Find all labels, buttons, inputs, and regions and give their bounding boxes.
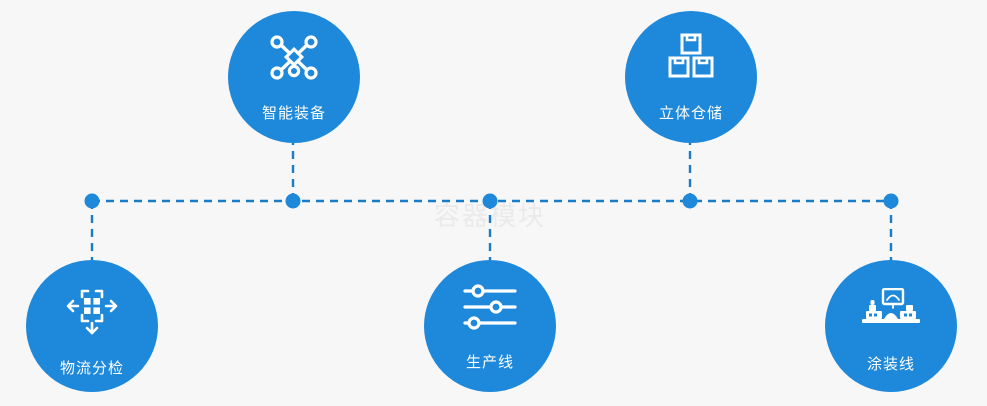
node-stereo-warehouse[interactable]: 立体仓储 — [625, 11, 757, 143]
stacked-boxes-icon — [665, 33, 717, 86]
junction-dot-painting-line[interactable] — [883, 193, 899, 209]
junction-dot-logistics[interactable] — [84, 193, 100, 209]
sliders-icon — [462, 284, 518, 335]
junction-dot-smart-equipment[interactable] — [285, 193, 301, 209]
sorting-arrows-icon — [64, 284, 120, 341]
node-logistics-sorting[interactable]: 物流分检 — [26, 260, 158, 392]
node-smart-equipment[interactable]: 智能装备 — [228, 11, 360, 143]
node-production-line[interactable]: 生产线 — [424, 260, 556, 392]
node-label-stereo-warehouse: 立体仓储 — [658, 104, 723, 122]
node-label-logistics-sorting: 物流分检 — [59, 359, 124, 377]
junction-dot-production-line[interactable] — [482, 193, 498, 209]
node-label-production-line: 生产线 — [465, 353, 514, 371]
network-nodes-icon — [268, 33, 320, 86]
node-label-painting-line: 涂装线 — [866, 355, 915, 373]
node-painting-line[interactable]: 涂装线 — [825, 260, 957, 392]
factory-station-icon — [860, 287, 922, 337]
node-label-smart-equipment: 智能装备 — [261, 104, 326, 122]
junction-dot-warehouse[interactable] — [682, 193, 698, 209]
